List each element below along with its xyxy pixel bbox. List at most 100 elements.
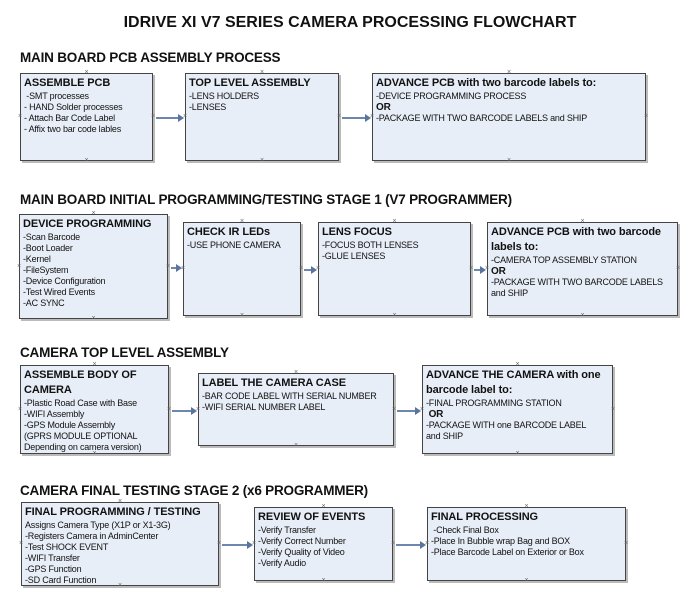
box-title: ASSEMBLE BODY OF [24, 369, 137, 381]
box-item: - HAND Solder processes [24, 102, 123, 112]
process-box: CHECK IR LEDs-USE PHONE CAMERA [183, 222, 301, 316]
connection-point-icon: × [239, 218, 245, 225]
box-title: ASSEMBLE PCB [24, 77, 111, 89]
connection-point-icon: × [424, 540, 430, 547]
box-item: -WIFI SERIAL NUMBER LABEL [202, 402, 326, 412]
connection-point-icon: × [391, 405, 397, 413]
connection-point-icon: × [293, 442, 299, 449]
connector-arrow [222, 541, 253, 548]
process-box: ASSEMBLE BODY OF CAMERA -Plastic Road Case… [20, 365, 169, 454]
connection-point-icon: × [84, 69, 89, 76]
process-box: TOP LEVEL ASSEMBLY -LENS HOLDERS-LENSES [185, 73, 339, 161]
connection-point-icon: × [239, 312, 245, 319]
connection-point-icon: × [259, 157, 265, 164]
process-box: FINAL PROCESSING -Check Final Box-Place … [427, 507, 626, 581]
box-item: -GPS Function [25, 564, 82, 574]
connection-point-icon: × [623, 540, 629, 547]
connection-point-icon: × [321, 577, 326, 584]
connection-point-icon: × [259, 69, 265, 76]
box-item: -LENSES [189, 102, 227, 112]
connection-point-icon: × [468, 265, 474, 272]
connection-point-icon: × [17, 405, 23, 413]
connector-arrow [156, 114, 184, 121]
box-title: TOP LEVEL ASSEMBLY [189, 77, 311, 89]
box-item: Assigns Camera Type (X1P or X1-3G) [25, 520, 171, 530]
connection-point-icon: × [180, 265, 186, 272]
box-item: -LENS HOLDERS [189, 91, 259, 101]
box-item: -WIFI Transfer [25, 553, 80, 563]
connection-point-icon: × [16, 262, 22, 270]
box-item: -GPS Module Assembly [24, 420, 116, 430]
connection-point-icon: × [195, 405, 201, 413]
box-title: FINAL PROCESSING [431, 511, 538, 523]
connection-point-icon: × [524, 577, 529, 584]
box-item: -AC SYNC [23, 298, 65, 308]
box-item: Depending on camera version) [24, 442, 142, 452]
connection-point-icon: × [484, 265, 490, 272]
process-box: DEVICE PROGRAMMING-Scan Barcode-Boot Loa… [19, 214, 168, 319]
connection-point-icon: × [580, 218, 585, 225]
connector-arrow [474, 266, 486, 273]
connection-point-icon: × [506, 69, 512, 76]
connection-point-icon: × [580, 312, 585, 319]
connector-arrow [396, 541, 426, 548]
box-item: -CAMERA TOP ASSEMBLY STATION [491, 255, 637, 265]
connection-point-icon: × [643, 113, 649, 120]
connection-point-icon: × [17, 113, 23, 120]
box-item: -Check Final Box [431, 525, 499, 535]
box-item: OR [376, 102, 391, 113]
box-item: and SHIP [426, 431, 463, 441]
flowchart-title: IDRIVE XI V7 SERIES CAMERA PROCESSING FL… [123, 14, 577, 31]
connection-point-icon: × [251, 540, 257, 547]
box-title: ADVANCE PCB with two barcode [491, 226, 661, 238]
box-item: -PACKAGE WITH TWO BARCODE LABELS [491, 277, 663, 287]
box-item: -PACKAGE WITH TWO BARCODE LABELS and SHI… [376, 113, 588, 123]
process-box: ADVANCE PCB with two barcode labels to: -C… [487, 222, 678, 316]
connector-arrow [397, 407, 421, 414]
box-title: labels to: [491, 241, 539, 253]
box-item: -FOCUS BOTH LENSES [322, 240, 419, 250]
section-heading: MAIN BOARD INITIAL PROGRAMMING/TESTING S… [20, 192, 512, 207]
connection-point-icon: × [91, 210, 96, 217]
connection-point-icon: × [392, 312, 397, 319]
box-item: (GPRS MODULE OPTIONAL [24, 431, 138, 441]
box-item: -DEVICE PROGRAMMING PROCESS [376, 91, 527, 101]
connection-point-icon: × [515, 361, 520, 368]
process-box: ASSEMBLE PCB -SMT processes- HAND Solder… [20, 73, 153, 161]
box-title: ADVANCE THE CAMERA with one [426, 369, 601, 381]
section-heading: MAIN BOARD PCB ASSEMBLY PROCESS [20, 50, 281, 65]
box-item: - Attach Bar Code Label [24, 113, 115, 123]
box-item: -FileSystem [23, 265, 69, 275]
connector-arrow [342, 114, 371, 121]
connection-point-icon: × [506, 157, 512, 164]
box-title: FINAL PROGRAMMING / TESTING [25, 506, 201, 518]
connection-point-icon: × [610, 405, 616, 413]
box-item: -Registers Camera in AdminCenter [25, 531, 159, 541]
box-title: CAMERA [24, 384, 72, 396]
box-item: -Verify Transfer [258, 525, 316, 535]
connection-point-icon: × [182, 113, 188, 120]
section-heading: CAMERA FINAL TESTING STAGE 2 (x6 PROGRAM… [20, 483, 368, 498]
box-item: -Plastic Road Case with Base [24, 398, 137, 408]
section-heading: CAMERA TOP LEVEL ASSEMBLY [20, 345, 229, 360]
box-item: OR [491, 266, 506, 277]
connection-point-icon: × [117, 498, 123, 505]
box-item: -GLUE LENSES [322, 251, 386, 261]
box-item: -USE PHONE CAMERA [187, 240, 281, 250]
connection-point-icon: × [315, 265, 321, 272]
connection-point-icon: × [84, 157, 89, 164]
box-item: - Affix two bar code lables [24, 124, 121, 134]
connection-point-icon: × [390, 540, 396, 547]
connection-point-icon: × [524, 503, 529, 510]
box-item: and SHIP [491, 288, 528, 298]
box-title: ADVANCE PCB with two barcode labels to: [376, 77, 597, 89]
box-title: LABEL THE CAMERA CASE [202, 377, 346, 389]
connection-point-icon: × [392, 218, 397, 225]
connection-point-icon: × [92, 361, 97, 368]
box-item: OR [426, 409, 444, 420]
connection-point-icon: × [419, 405, 425, 413]
box-item: -Verify Quality of Video [258, 547, 345, 557]
box-title: LENS FOCUS [322, 226, 392, 238]
box-item: -BAR CODE LABEL WITH SERIAL NUMBER [202, 391, 377, 401]
